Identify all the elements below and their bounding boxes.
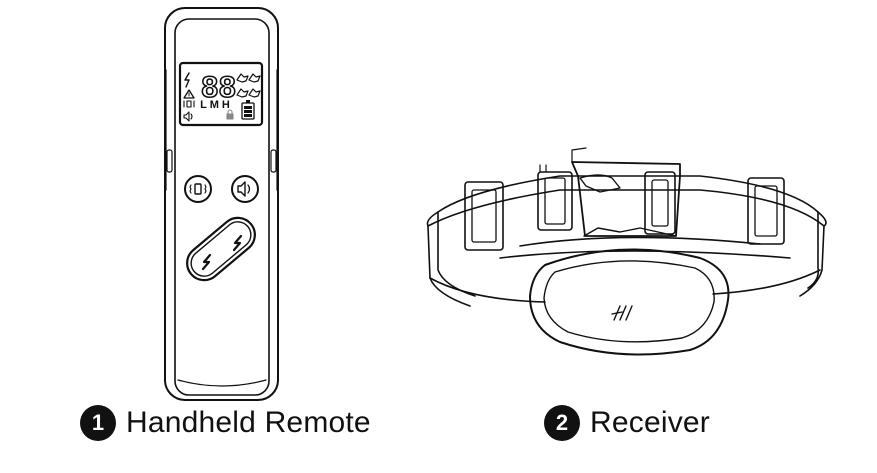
lightning-icon <box>232 234 243 252</box>
handheld-remote: 88 L M H <box>164 7 279 401</box>
caption-text-receiver: Receiver <box>590 406 710 439</box>
collar-keeper-right <box>747 177 785 245</box>
lightning-icon <box>201 253 212 271</box>
level-indicator: L M H <box>200 99 230 111</box>
receiver-box <box>529 248 730 356</box>
caption-handheld-remote: 1 Handheld Remote <box>80 405 371 441</box>
sound-button[interactable] <box>231 175 259 203</box>
vibration-button[interactable] <box>184 175 212 203</box>
vibration-icon <box>183 100 195 108</box>
lightning-icon <box>184 72 190 88</box>
collar-keeper-mid <box>537 164 573 231</box>
collar-keeper-left <box>464 181 504 251</box>
warning-icon <box>183 89 195 99</box>
number-badge-1: 1 <box>80 405 116 441</box>
brand-logo-icon <box>611 305 633 321</box>
caption-text-remote: Handheld Remote <box>126 406 371 439</box>
lcd-screen: 88 L M H <box>178 61 264 127</box>
collar-buckle <box>571 147 681 237</box>
battery-icon <box>241 100 255 120</box>
sound-icon <box>183 111 193 122</box>
caption-receiver: 2 Receiver <box>544 405 710 441</box>
stimulation-button[interactable] <box>180 211 262 287</box>
lock-icon <box>226 109 234 120</box>
dog-icon <box>236 73 261 98</box>
receiver-collar <box>426 147 827 356</box>
number-badge-2: 2 <box>544 405 580 441</box>
lcd-digits: 88 <box>201 71 236 104</box>
